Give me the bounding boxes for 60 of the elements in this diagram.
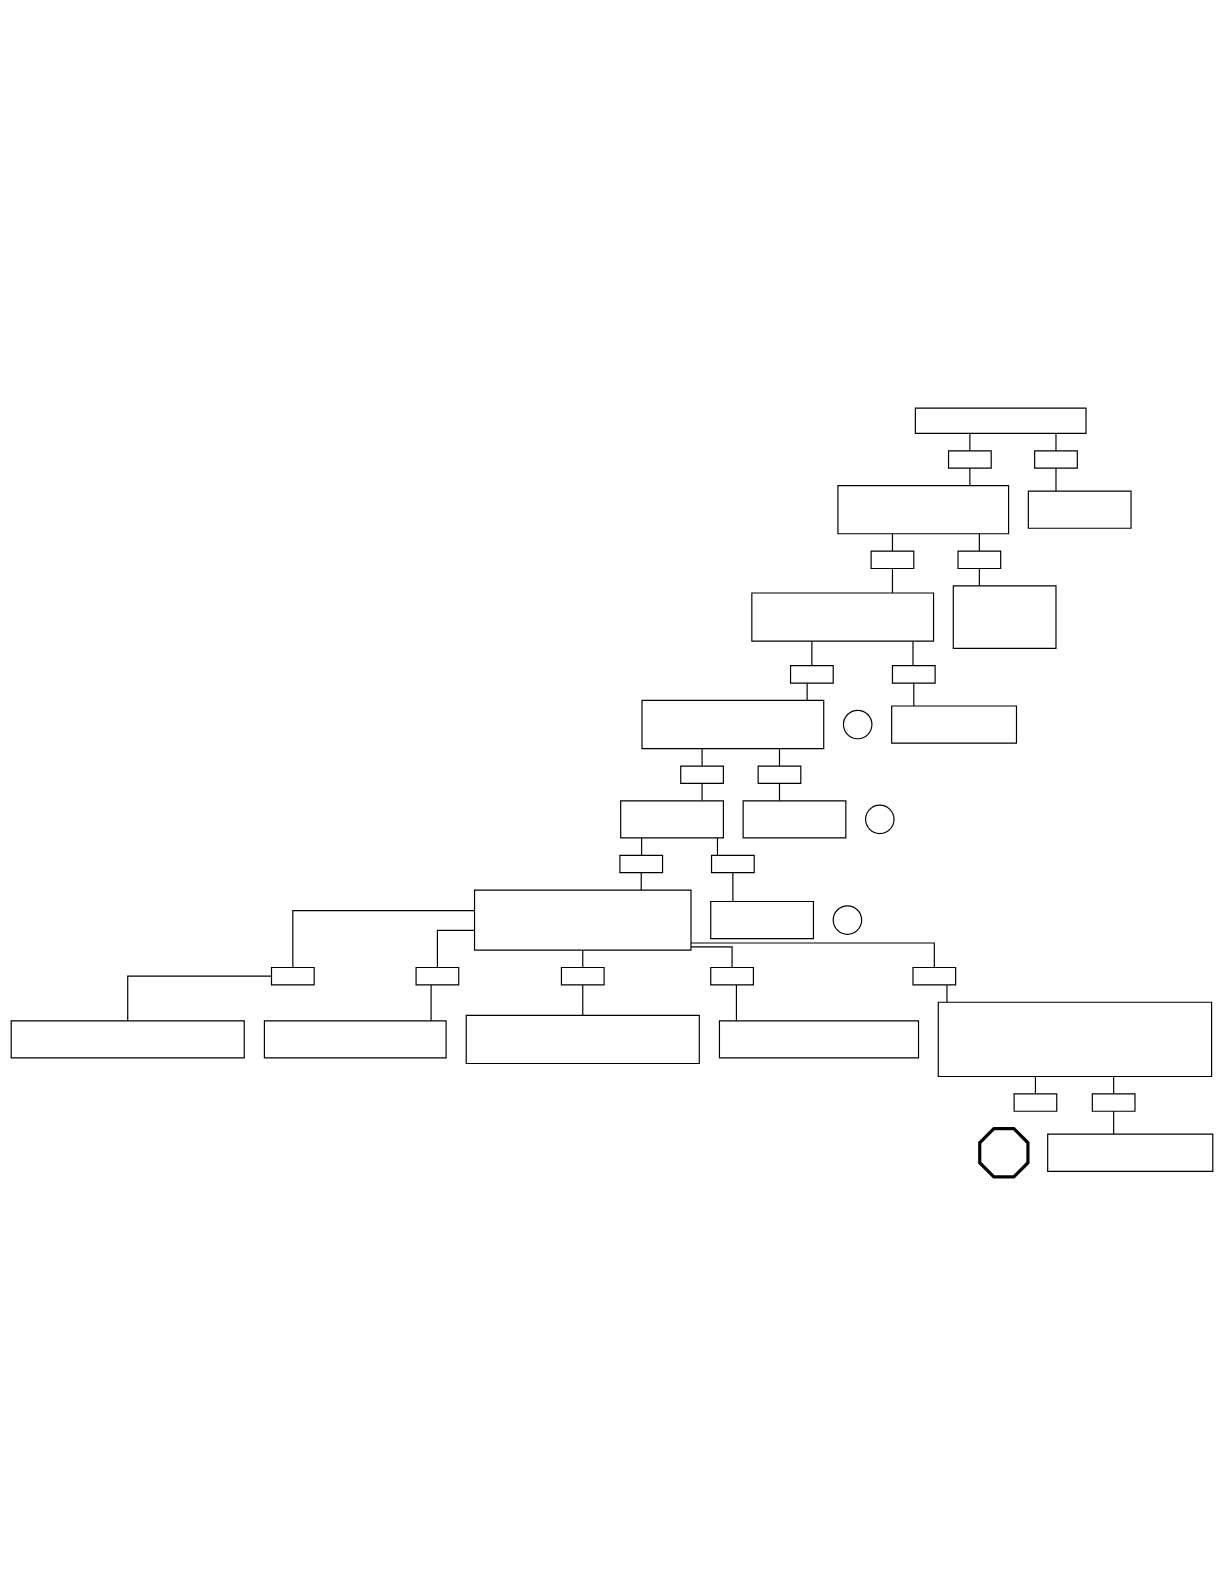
node-box	[957, 550, 1002, 569]
connector	[690, 941, 935, 968]
node-box	[1013, 1092, 1058, 1112]
node-box	[263, 1019, 447, 1059]
connector	[127, 975, 272, 1021]
connector	[582, 983, 584, 1016]
connector	[735, 983, 738, 1021]
connector	[913, 682, 915, 707]
node-box	[891, 704, 1018, 744]
connector	[1055, 432, 1057, 451]
connector	[969, 432, 971, 451]
node-circle	[832, 904, 863, 935]
node-box	[789, 664, 834, 684]
node-circle	[842, 709, 873, 739]
connector	[436, 929, 476, 968]
node-box	[742, 799, 847, 839]
node-box	[710, 966, 754, 985]
connector	[732, 871, 734, 902]
node-box	[952, 584, 1057, 649]
node-box	[473, 888, 692, 951]
connector	[946, 983, 948, 1003]
node-box	[710, 854, 755, 873]
node-box	[937, 1001, 1213, 1077]
node-box	[757, 764, 802, 784]
node-box	[641, 699, 825, 749]
connector	[912, 640, 914, 666]
connector	[292, 909, 475, 968]
connector	[806, 682, 808, 701]
node-box	[718, 1019, 920, 1059]
node-box	[415, 966, 460, 985]
node-box	[1091, 1092, 1136, 1112]
node-octagon	[978, 1126, 1030, 1178]
node-box	[1027, 490, 1132, 529]
node-box	[619, 854, 664, 873]
node-box	[270, 966, 315, 985]
node-box	[1047, 1133, 1214, 1172]
connector	[430, 983, 432, 1021]
connector	[701, 782, 703, 801]
node-box	[710, 900, 815, 939]
node-box	[1034, 449, 1078, 469]
node-box	[465, 1014, 700, 1064]
node-box	[891, 664, 936, 684]
node-box	[947, 449, 992, 469]
connector	[1113, 1110, 1115, 1135]
connector	[1055, 467, 1057, 492]
node-box	[837, 484, 1010, 534]
node-box	[914, 407, 1087, 434]
node-box	[751, 591, 935, 642]
node-circle	[865, 804, 895, 834]
connector	[969, 467, 971, 486]
node-box	[560, 966, 605, 985]
node-box	[620, 799, 724, 839]
node-box	[870, 550, 915, 569]
node-box	[912, 966, 957, 985]
node-box	[10, 1019, 245, 1059]
node-box	[680, 764, 724, 784]
connector	[891, 567, 894, 594]
connector	[690, 945, 733, 968]
connector	[811, 640, 813, 666]
connector	[701, 747, 703, 766]
